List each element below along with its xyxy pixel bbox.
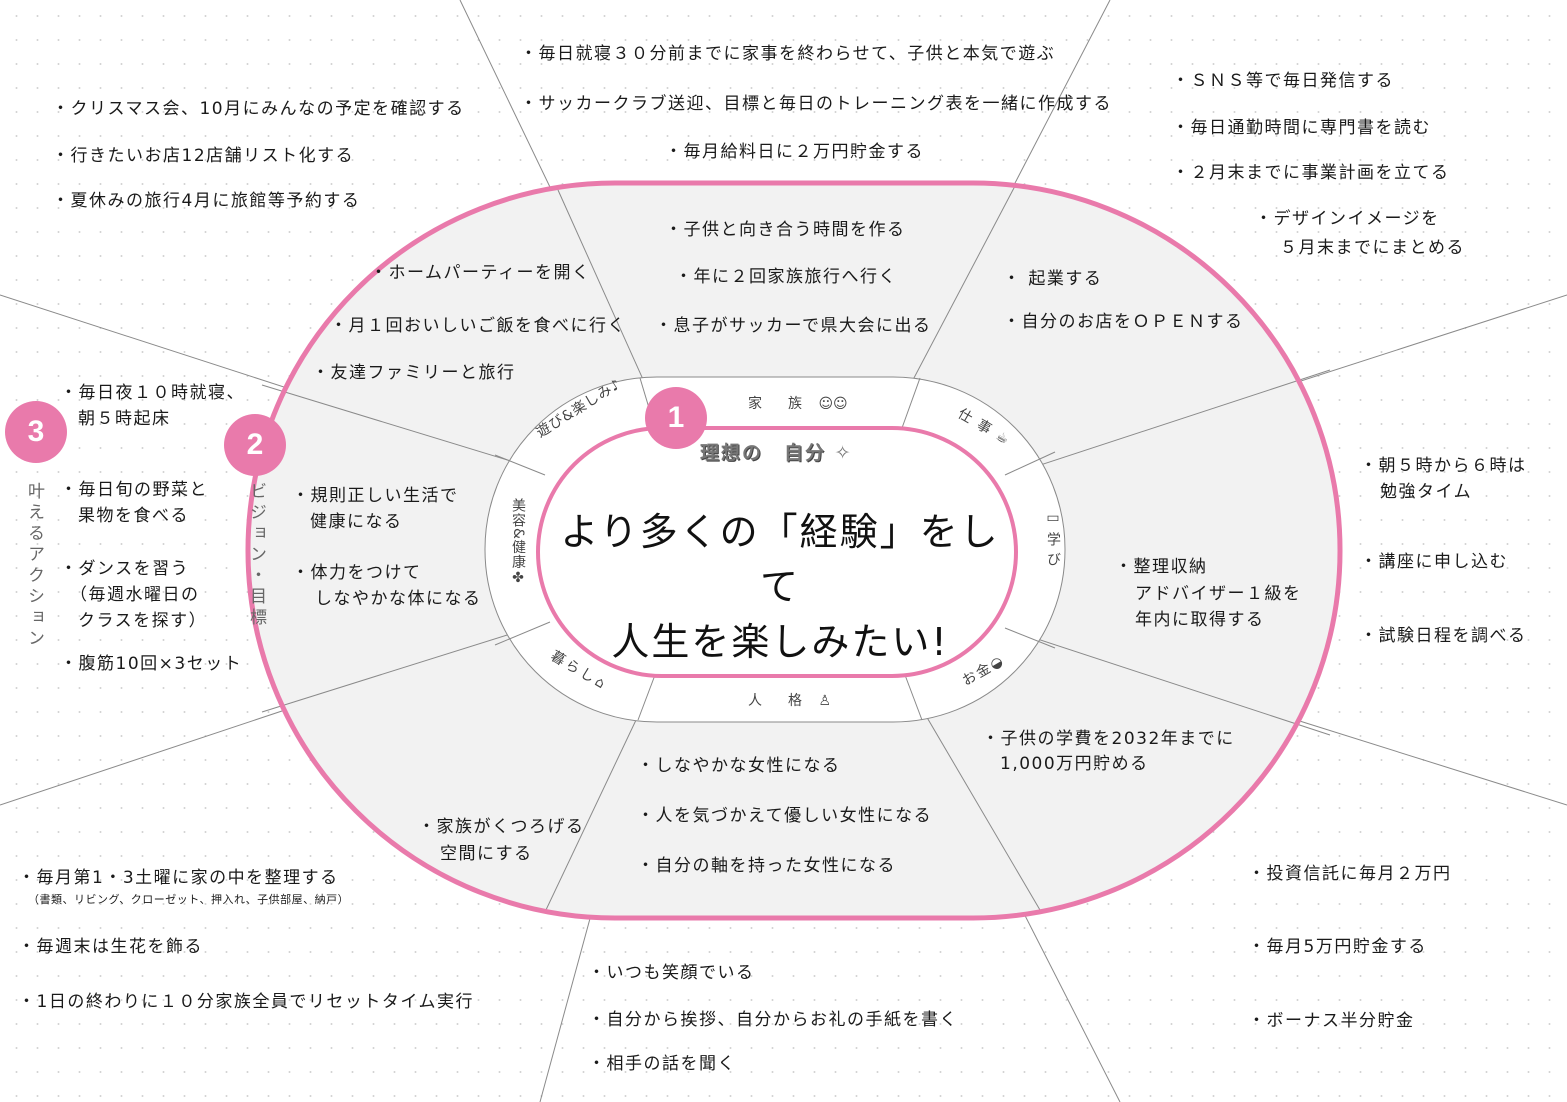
vision-goal-label: ビジョン・目標 bbox=[246, 482, 266, 629]
badge-1: 1 bbox=[645, 387, 707, 449]
living-action-1: ・毎月第1・3土曜に家の中を整理する bbox=[18, 868, 339, 888]
living-action-3: ・1日の終わりに１０分家族全員でリセットタイム実行 bbox=[18, 992, 474, 1012]
center-goal-box bbox=[536, 426, 1018, 678]
play-action-3: ・夏休みの旅行4月に旅館等予約する bbox=[52, 191, 361, 211]
beauty-action-1b: 朝５時起床 bbox=[78, 409, 171, 429]
family-action-3: ・毎月給料日に２万円貯金する bbox=[665, 142, 924, 162]
living-vision-1b: 空間にする bbox=[440, 844, 533, 864]
learning-vision-1b: アドバイザー１級を bbox=[1135, 584, 1302, 604]
learning-vision-1c: 年内に取得する bbox=[1135, 610, 1265, 630]
play-vision-1: ・ホームパーティーを開く bbox=[370, 263, 591, 283]
category-family: 家 族 ☺☺ bbox=[748, 396, 848, 412]
family-vision-1: ・子供と向き合う時間を作る bbox=[665, 220, 906, 240]
family-action-1: ・毎日就寝３０分前までに家事を終わらせて、子供と本気で遊ぶ bbox=[520, 44, 1056, 64]
personality-vision-3: ・自分の軸を持った女性になる bbox=[637, 856, 896, 876]
beauty-action-3: ・ダンスを習う bbox=[60, 559, 190, 579]
learning-action-1: ・朝５時から６時は bbox=[1360, 456, 1527, 476]
living-vision-1: ・家族がくつろげる bbox=[418, 817, 585, 837]
beauty-action-3b: （毎週水曜日の bbox=[70, 585, 200, 605]
person-icon: ♙ bbox=[818, 693, 832, 709]
family-vision-3: ・息子がサッカーで県大会に出る bbox=[655, 316, 932, 336]
work-action-1: ・ＳＮＳ等で毎日発信する bbox=[1172, 71, 1394, 91]
personality-action-1: ・いつも笑顔でいる bbox=[588, 963, 755, 983]
learning-action-2: ・講座に申し込む bbox=[1360, 552, 1508, 572]
play-vision-3: ・友達ファミリーと旅行 bbox=[312, 363, 516, 383]
badge-3: 3 bbox=[5, 401, 67, 463]
book-icon: ▭ bbox=[1045, 510, 1061, 532]
beauty-vision-1b: 健康になる bbox=[310, 512, 403, 532]
money-action-2: ・毎月5万円貯金する bbox=[1248, 937, 1427, 957]
play-vision-2: ・月１回おいしいご飯を食べに行く bbox=[330, 316, 626, 336]
beauty-action-3c: クラスを探す） bbox=[78, 611, 208, 631]
family-action-2: ・サッカークラブ送迎、目標と毎日のトレーニング表を一緒に作成する bbox=[520, 94, 1112, 114]
family-vision-2: ・年に２回家族旅行へ行く bbox=[675, 267, 897, 287]
category-learning: ▭学び bbox=[1045, 510, 1061, 572]
beauty-vision-2b: しなやかな体になる bbox=[315, 589, 482, 609]
beauty-vision-1: ・規則正しい生活で bbox=[292, 486, 459, 506]
personality-vision-1: ・しなやかな女性になる bbox=[637, 756, 841, 776]
work-action-4b: ５月末までにまとめる bbox=[1280, 238, 1465, 258]
living-action-2: ・毎週末は生花を飾る bbox=[18, 937, 203, 957]
ideal-self-label: 理想の 自分 ✧ bbox=[700, 442, 853, 464]
work-action-3: ・２月末までに事業計画を立てる bbox=[1172, 163, 1450, 183]
work-action-2: ・毎日通勤時間に専門書を読む bbox=[1172, 118, 1431, 138]
work-vision-1: ・ 起業する bbox=[1003, 269, 1103, 289]
badge-2: 2 bbox=[224, 414, 286, 476]
play-action-2: ・行きたいお店12店舗リスト化する bbox=[52, 146, 355, 166]
living-action-1-note: （書類、リビング、クローゼット、押入れ、子供部屋、納戸） bbox=[28, 893, 350, 906]
category-personality: 人 格 ♙ bbox=[748, 693, 832, 709]
beauty-action-1: ・毎日夜１０時就寝、 bbox=[60, 383, 245, 403]
learning-action-1b: 勉強タイム bbox=[1380, 482, 1473, 502]
personality-vision-2: ・人を気づかえて優しい女性になる bbox=[637, 806, 933, 826]
personality-action-3: ・相手の話を聞く bbox=[588, 1054, 736, 1074]
center-goal-line-1: より多くの「経験」をして bbox=[560, 510, 1000, 610]
money-vision-1: ・子供の学費を2032年までに bbox=[982, 729, 1235, 749]
money-action-1: ・投資信託に毎月２万円 bbox=[1248, 864, 1452, 884]
action-label: 叶えるアクション bbox=[24, 482, 44, 650]
category-beauty: 美容&健康✤ bbox=[510, 498, 526, 587]
money-action-3: ・ボーナス半分貯金 bbox=[1248, 1011, 1415, 1031]
money-vision-1b: 1,000万円貯める bbox=[1000, 754, 1149, 774]
work-action-4: ・デザインイメージを bbox=[1255, 209, 1440, 229]
center-goal-text: より多くの「経験」をして 人生を楽しみたい! bbox=[560, 505, 1000, 670]
clover-icon: ✤ bbox=[510, 569, 526, 587]
beauty-vision-2: ・体力をつけて bbox=[292, 563, 422, 583]
sparkle-icon: ✧ bbox=[834, 442, 853, 464]
work-vision-2: ・自分のお店をＯＰＥＮする bbox=[1003, 312, 1244, 332]
center-goal-line-2: 人生を楽しみたい! bbox=[611, 620, 949, 665]
beauty-action-2b: 果物を食べる bbox=[78, 506, 189, 526]
beauty-action-4: ・腹筋10回×3セット bbox=[60, 654, 243, 674]
learning-action-3: ・試験日程を調べる bbox=[1360, 626, 1527, 646]
beauty-action-2: ・毎日旬の野菜と bbox=[60, 480, 208, 500]
personality-action-2: ・自分から挨拶、自分からお礼の手紙を書く bbox=[588, 1010, 958, 1030]
learning-vision-1: ・整理収納 bbox=[1115, 557, 1208, 577]
play-action-1: ・クリスマス会、10月にみんなの予定を確認する bbox=[52, 99, 465, 119]
smiley-family-icon: ☺☺ bbox=[818, 396, 848, 412]
